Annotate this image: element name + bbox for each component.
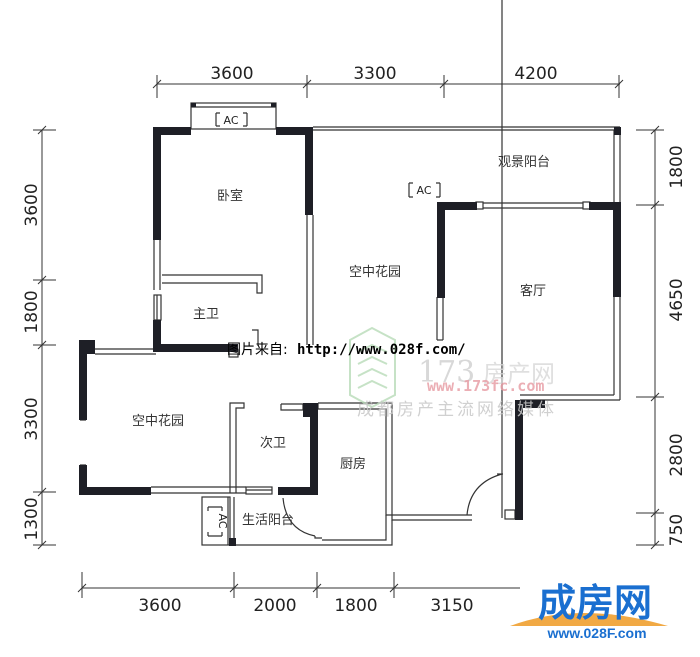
chengfang-logo: 成房网 www.028F.com <box>510 581 668 641</box>
room-label-kitchen: 厨房 <box>340 456 366 472</box>
room-label-master-bath: 主卫 <box>193 307 219 322</box>
dimension-left <box>33 125 56 550</box>
svg-text:AC: AC <box>416 184 431 197</box>
dimension-top <box>152 75 624 98</box>
dim-left-1: 3600 <box>22 183 42 226</box>
building-logo-icon <box>349 326 396 409</box>
svg-text:www.173fc.com: www.173fc.com <box>427 377 544 395</box>
ac-unit-garden: AC <box>408 182 441 198</box>
dim-left-4: 1300 <box>22 497 42 540</box>
svg-text:成都房产主流网络媒体: 成都房产主流网络媒体 <box>357 400 557 420</box>
svg-text:http://www.028f.com/: http://www.028f.com/ <box>297 342 466 358</box>
svg-text:AC: AC <box>216 513 229 528</box>
svg-text:房产网: 房产网 <box>483 360 555 388</box>
logo-arc-icon <box>510 613 668 626</box>
watermark-173fc: 173 房产网 www.173fc.com 成都房产主流网络媒体 <box>349 326 557 420</box>
room-label-second-bath: 次卫 <box>260 435 286 451</box>
dim-top-1: 3600 <box>210 64 253 84</box>
svg-text:AC: AC <box>223 114 238 127</box>
room-label-utility-balcony: 生活阳台 <box>242 513 294 528</box>
svg-text:173: 173 <box>418 355 475 390</box>
room-label-sky-garden-upper: 空中花园 <box>349 264 401 280</box>
dim-bottom-1: 3600 <box>138 596 181 616</box>
room-label-living-room: 客厅 <box>520 283 546 299</box>
dim-bottom-4: 3150 <box>430 596 473 616</box>
dim-top-2: 3300 <box>353 64 396 84</box>
dim-left-3: 3300 <box>22 397 42 440</box>
walls <box>79 103 621 546</box>
room-label-bedroom: 卧室 <box>217 188 243 204</box>
room-label-view-balcony: 观景阳台 <box>498 155 550 170</box>
dim-right-3: 2800 <box>667 433 687 476</box>
dim-right-4: 750 <box>667 514 687 546</box>
dim-right-2: 4650 <box>667 278 687 321</box>
dimension-bottom <box>77 572 520 598</box>
dimension-right <box>636 125 664 550</box>
dim-top-3: 4200 <box>514 64 557 84</box>
ac-unit-top: AC <box>215 112 248 127</box>
logo-name: 成房网 <box>538 581 652 625</box>
logo-url: www.028F.com <box>546 625 646 641</box>
watermark-source: 图片来自: http://www.028f.com/ <box>227 342 466 358</box>
dim-left-2: 1800 <box>22 290 42 333</box>
dim-bottom-3: 1800 <box>334 596 377 616</box>
dim-right-1: 1800 <box>667 145 687 188</box>
room-label-sky-garden-lower: 空中花园 <box>132 413 184 429</box>
ac-unit-utility: AC <box>207 506 229 537</box>
svg-text:图片来自:: 图片来自: <box>227 342 288 358</box>
thin-walls <box>80 0 621 546</box>
dim-bottom-2: 2000 <box>253 596 296 616</box>
